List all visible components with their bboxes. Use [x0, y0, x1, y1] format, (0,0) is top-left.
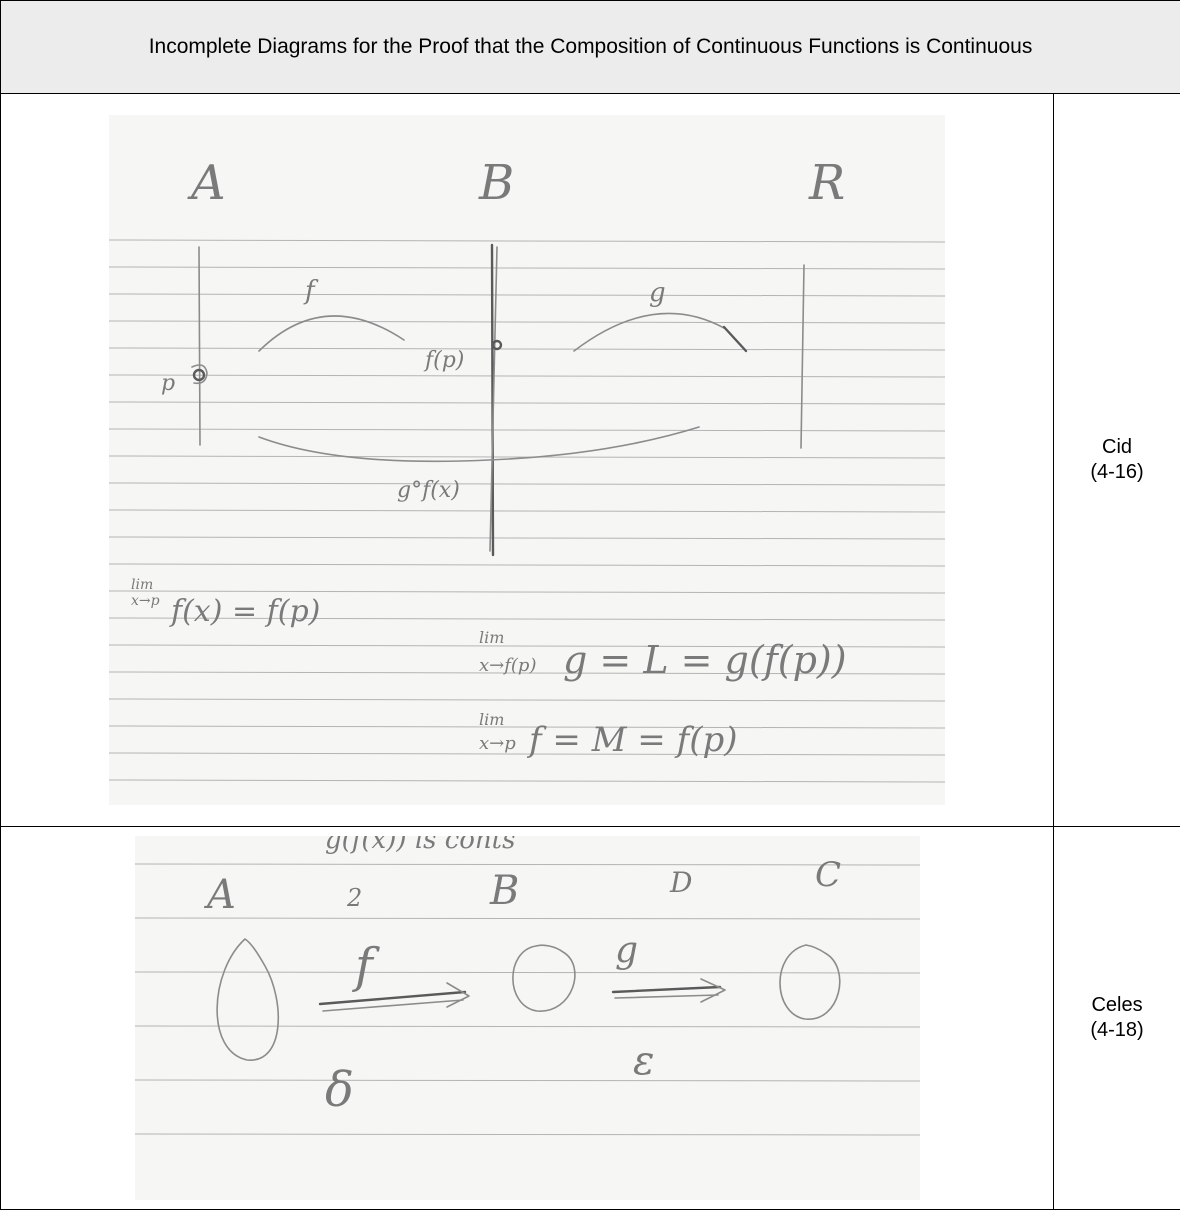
celes-sketch-image: g(f(x)) is conts A B C 2 D f g δ ε [134, 836, 920, 1200]
cid-diagram-cell: A B R f g p f(p) g°f(x) lim x→p f(x) = f… [0, 93, 1054, 827]
eq1-body: f(x) = f(p) [169, 594, 320, 629]
set-label-a: A [203, 872, 236, 918]
celes-author-cell: Celes (4-18) [1052, 826, 1180, 1210]
set-label-c: C [815, 855, 841, 895]
author-name: Celes [1091, 994, 1143, 1016]
eq3-lim: lim [479, 710, 504, 729]
set-label-b: B [489, 868, 519, 914]
cid-author-cell: Cid (4-16) [1052, 93, 1180, 827]
eq3-sub: x→p [479, 733, 516, 754]
small-mark-d: D [669, 866, 692, 899]
eq1-lim: lim [131, 577, 153, 593]
author-date: (4-18) [1090, 1019, 1144, 1041]
epsilon-mark: ε [633, 1038, 654, 1084]
point-label-p: p [161, 371, 175, 396]
delta-mark: δ [325, 1062, 354, 1118]
celes-diagram-cell: g(f(x)) is conts A B C 2 D f g δ ε [0, 826, 1054, 1210]
point-label-fp: f(p) [423, 348, 464, 373]
set-label-b: B [478, 155, 514, 211]
function-label-g: g [615, 930, 638, 971]
eq1-sub: x→p [131, 593, 160, 609]
eq2-lim: lim [479, 628, 504, 647]
cid-sketch-image: A B R f g p f(p) g°f(x) lim x→p f(x) = f… [109, 115, 945, 805]
composite-label: g°f(x) [397, 478, 460, 503]
eq2-body: g = L = g(f(p)) [563, 638, 847, 682]
function-label-g: g [649, 278, 666, 308]
table-header: Incomplete Diagrams for the Proof that t… [0, 0, 1180, 94]
celes-top-text: g(f(x)) is conts [325, 836, 515, 855]
eq2-sub: x→f(p) [479, 655, 536, 676]
small-mark-2: 2 [346, 884, 362, 912]
author-date: (4-16) [1090, 461, 1144, 483]
author-name: Cid [1102, 436, 1133, 458]
eq3-body: f = M = f(p) [526, 720, 737, 760]
set-label-a: A [187, 155, 226, 211]
set-label-r: R [808, 155, 845, 211]
